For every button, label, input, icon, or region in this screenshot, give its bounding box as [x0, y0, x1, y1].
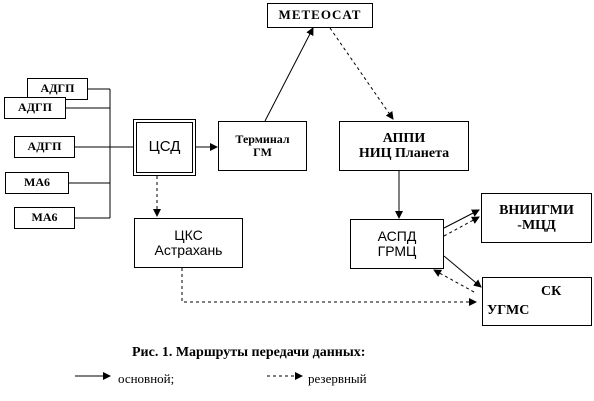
legend-backup-label: резервный	[308, 371, 367, 386]
link-aspd-sk	[443, 255, 482, 288]
link-sk-aspd	[433, 269, 475, 293]
cks-label: ЦКС Астрахань	[154, 226, 223, 258]
csd-label: ЦСД	[148, 138, 181, 156]
cks-box: ЦКС Астрахань	[134, 218, 243, 268]
vniigmi-label: ВНИИГМИ -МЦД	[499, 202, 574, 233]
csd-box: ЦСД	[133, 119, 196, 176]
appi-box: АППИ НИЦ Планета	[339, 121, 469, 171]
adgp-label-2: АДГП	[18, 100, 52, 115]
link-meteosat-appi	[329, 27, 394, 120]
link-aspd-vniigmi	[443, 209, 480, 229]
terminal-label: Терминал ГМ	[235, 131, 290, 159]
vniigmi-box: ВНИИГМИ -МЦД	[481, 193, 592, 243]
adgp-box-1: АДГП	[27, 78, 88, 100]
figure-caption: Рис. 1. Маршруты передачи данных:	[132, 345, 366, 360]
aspd-label: АСПД ГРМЦ	[377, 227, 417, 259]
appi-label: АППИ НИЦ Планета	[358, 130, 450, 161]
aspd-box: АСПД ГРМЦ	[350, 219, 444, 269]
sk-label-line1: СК	[541, 284, 562, 299]
adgp-box-2: АДГП	[4, 97, 66, 119]
meteosat-label: METEOCAT	[278, 7, 362, 23]
backup-routes	[153, 27, 480, 306]
ma6-label-1: МА6	[24, 175, 50, 190]
adgp-box-3: АДГП	[14, 136, 75, 158]
ma6-label-2: МА6	[31, 210, 58, 225]
ma6-box-2: МА6	[14, 207, 75, 229]
legend-primary-label: основной;	[118, 371, 175, 386]
link-terminal-meteosat	[264, 27, 314, 122]
sk-label-line2: УГМС	[487, 303, 530, 318]
ma6-box-1: МА6	[5, 172, 69, 194]
adgp-label-3: АДГП	[27, 139, 62, 154]
sk-box: СК УГМС	[482, 277, 592, 326]
link-aspd-vniigmi-backup	[443, 216, 480, 237]
feeder-bus	[66, 88, 133, 219]
primary-routes	[196, 27, 482, 288]
terminal-box: Терминал ГМ	[218, 121, 307, 171]
adgp-label-1: АДГП	[40, 81, 75, 96]
meteosat-box: METEOCAT	[267, 3, 373, 28]
link-cks-sk	[181, 268, 477, 306]
